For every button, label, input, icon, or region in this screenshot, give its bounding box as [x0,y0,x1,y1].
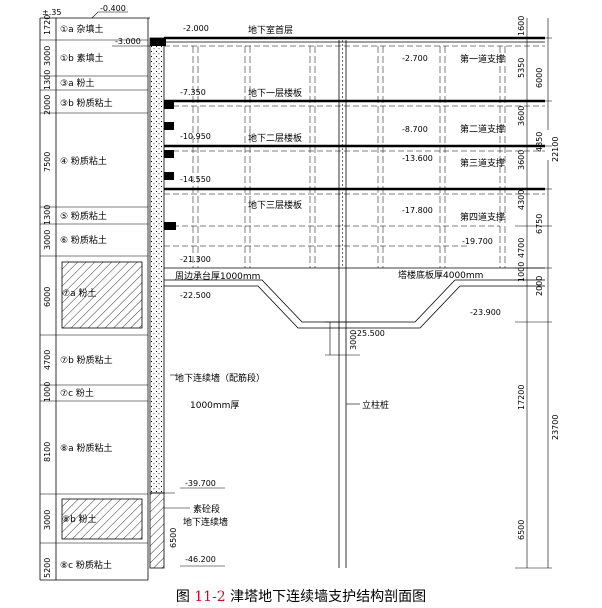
layer-thk: 3000 [43,46,52,66]
elev-label: -10.950 [180,132,211,141]
strut-labels: 第一道支撑 第二道支撑 第三道支撑 第四道支撑 [460,53,505,223]
elev-label: -8.700 [402,125,428,134]
elev-label: -22.500 [180,291,211,300]
right-dimensions: 1600 5350 6000 3600 4850 3600 4300 6750 … [515,16,560,569]
floor-labels: 地下室首层 地下一层楼板 地下二层楼板 地下三层楼板 [248,24,302,211]
soil-profile [39,18,149,581]
dim-3000: 3000 [349,330,358,350]
cap-thickness-label: 周边承台厚1000mm [175,270,260,282]
floor-slabs [164,36,545,247]
elev-label: -7.350 [180,88,206,97]
layer-name: ④ 粉质粘土 [60,155,107,167]
wall-label-2: 1000mm厚 [190,400,239,411]
layer-name: ③b 粉质粘土 [60,97,113,109]
caption-number: 11-2 [194,589,226,605]
layer-thk: 7500 [43,152,52,172]
layer-name: ⑤ 粉质粘土 [60,210,107,222]
layer-thk: 1300 [43,205,52,225]
elev-minus-0400: -0.400 [100,4,126,13]
annotations: 周边承台厚1000mm 塔楼底板厚4000mm 地下连续墙（配筋段） 1000m… [156,269,483,548]
figure-caption: 图 11-2 津塔地下连续墙支护结构剖面图 [0,586,602,606]
section-drawing: ±.35 -0.400 -3.000 1720 [39,4,560,581]
diaphragm-wall [149,37,176,569]
plain-concrete-segment [149,492,165,569]
dim: 6000 [535,68,544,88]
dim: 2000 [535,276,544,296]
layer-name: ③a 粉土 [60,77,94,89]
layer-name: ①a 杂填土 [60,23,103,35]
layer-thk: 4700 [43,350,52,370]
layer-thk: 1720 [43,15,52,35]
raft-thickness-label: 塔楼底板厚4000mm [398,269,483,281]
strut-2-label: 第二道支撑 [460,123,505,135]
layer-thickness-labels: 1720 3000 1300 2000 7500 1300 3000 6000 … [43,15,52,578]
layer-thk: 2000 [43,95,52,115]
elev-label: -21.300 [180,255,211,264]
strut-3-label: 第三道支撑 [460,157,505,169]
layer-name: ⑧b 粉土 [62,513,97,525]
elev-label: -13.600 [402,154,433,163]
ground-marks: ±.35 -0.400 -3.000 [40,4,150,47]
layer-thk: 8100 [43,442,52,462]
elev-label: -2.700 [402,54,428,63]
elev-label: -2.000 [183,24,209,33]
layer-name: ⑦c 粉土 [60,387,94,399]
layer-name: ⑦b 粉质粘土 [60,354,113,366]
layer-name: ⑦a 粉土 [62,287,96,299]
dim: 22100 [551,137,560,162]
elevation-labels: -2.000 -2.700 -7.350 -8.700 -10.950 -13.… [180,24,501,567]
column-pile-label: 立柱桩 [362,399,389,411]
dim: 1600 [517,16,526,36]
column-pile: 3000 [325,40,360,568]
strut-1-label: 第一道支撑 [460,53,505,65]
dim-6500-left: 6500 [169,528,178,548]
layer-name: ⑧c 粉质粘土 [60,559,112,571]
layer-thk: 1000 [43,382,52,402]
silt-layer-7a-hatch [61,261,143,329]
wall-label-1: 地下连续墙（配筋段） [175,372,265,384]
dim: 3600 [517,150,526,170]
elev-label: -19.700 [462,237,493,246]
plain-concrete-label-2: 地下连续墙 [183,516,228,528]
layer-thk: 5200 [43,558,52,578]
dim: 5350 [517,58,526,78]
layer-name: ⑥ 粉质粘土 [60,234,107,246]
elev-label: -46.200 [185,555,216,564]
elev-label: -25.500 [354,329,385,338]
silt-layer-8b-hatch [61,498,143,540]
layer-name: ⑧a 粉质粘土 [60,442,112,454]
dim: 4850 [535,132,544,152]
elev-label: -14.550 [180,175,211,184]
floor-b0-label: 地下室首层 [248,24,293,36]
elev-label: -17.800 [402,206,433,215]
layer-thk: 3000 [43,510,52,530]
floor-b1-label: 地下一层楼板 [248,87,302,99]
layer-name-labels: ①a 杂填土 ①b 素填土 ③a 粉土 ③b 粉质粘土 ④ 粉质粘土 ⑤ 粉质粘… [60,23,113,571]
dim: 4300 [517,190,526,210]
dim: 6750 [535,214,544,234]
floor-b3-label: 地下三层楼板 [248,199,302,211]
dim: 4700 [517,238,526,258]
caption-prefix: 图 [175,589,190,605]
dim: 6500 [517,520,526,540]
dim: 23700 [551,415,560,440]
plain-concrete-label-1: 素砼段 [193,503,220,515]
elev-label: -39.700 [185,479,216,488]
layer-thk: 6000 [43,287,52,307]
dim: 17200 [517,385,526,410]
columns [192,46,506,268]
dim: 1000 [517,262,526,282]
ground-level-label: ±.35 [42,8,61,17]
strut-4-label: 第四道支撑 [460,211,505,223]
layer-name: ①b 素填土 [60,52,104,64]
layer-thk: 1300 [43,70,52,90]
dim: 3600 [517,106,526,126]
layer-thk: 3000 [43,230,52,250]
elev-label: -23.900 [470,308,501,317]
floor-b2-label: 地下二层楼板 [248,132,302,144]
caption-title: 津塔地下连续墙支护结构剖面图 [230,589,427,605]
elev-minus-3000: -3.000 [115,37,141,46]
